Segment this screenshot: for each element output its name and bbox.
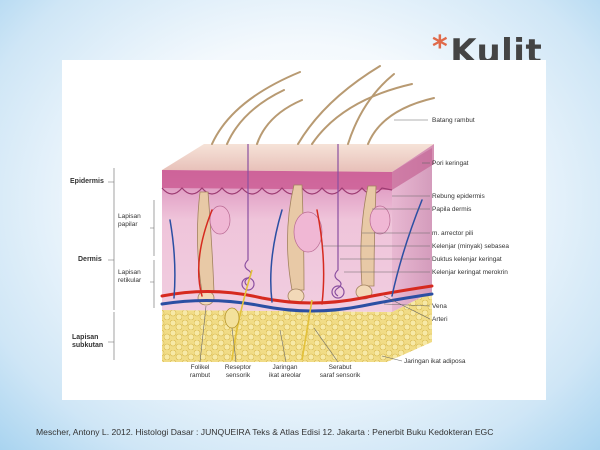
label-dermis: Dermis [78,256,102,263]
citation-caption: Mescher, Antony L. 2012. Histologi Dasar… [36,427,494,437]
label-kelenjar-sebasea: Kelenjar (minyak) sebasea [432,243,509,250]
label-arrector-pili: m. arrector pili [432,230,474,237]
bottom-pointer-lines [199,305,339,363]
blood-vessels [160,199,434,313]
label-lapisan-retikular: Lapisan retikular [118,269,142,284]
hair-shafts [211,65,435,145]
label-serabut-saraf-sensorik: Serabut saraf sensorik [319,364,361,379]
title-star: * [432,30,449,65]
label-reseptor-sensorik: Reseptor sensorik [224,364,252,379]
sensory-nerves [224,269,313,361]
skin-diagram-illustration [108,65,435,363]
label-jaringan-ikat-areolar: Jaringan ikat areolar [268,364,302,379]
dermis-layer [162,148,432,312]
label-kelenjar-keringat-merokrin: Kelenjar keringat merokrin [432,269,508,276]
label-epidermis: Epidermis [70,178,104,185]
label-lapisan-subkutan: Lapisan subkutan [72,334,104,349]
label-lapisan-papilar: Lapisan papilar [118,213,141,228]
label-rebung-epidermis: Rebung epidermis [432,193,485,200]
label-vena: Vena [432,303,447,310]
epidermis-layer [161,144,434,195]
label-pori-keringat: Pori keringat [432,160,469,167]
label-jaringan-ikat-adiposa: Jaringan ikat adiposa [404,358,466,365]
sebaceous-glands [209,205,391,253]
label-papila-dermis: Papila dermis [432,206,472,213]
right-pointer-lines [322,119,431,362]
subcutis-layer [162,292,432,362]
label-duktus-kelenjar-keringat: Duktus kelenjar keringat [432,256,502,263]
skin-diagram-figure: Epidermis Lapisan papilar Dermis Lapisan… [62,60,546,400]
label-folikel-rambut: Folikel rambut [189,364,211,379]
left-bracket-lines [108,168,155,360]
label-batang-rambut: Batang rambut [432,117,475,124]
label-arteri: Arteri [432,316,448,323]
